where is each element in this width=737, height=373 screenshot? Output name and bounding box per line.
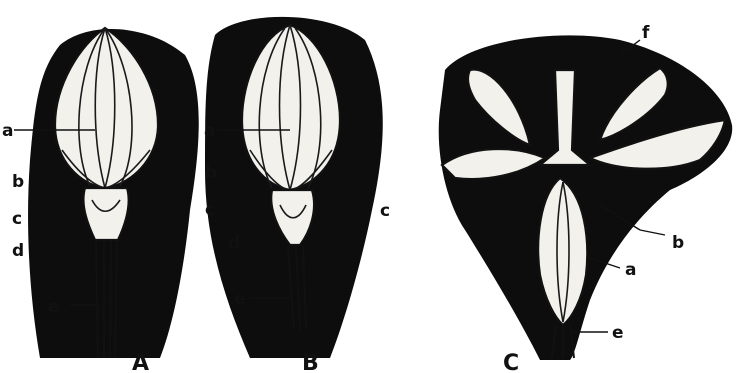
panel-b-label-c-right: c: [380, 201, 390, 221]
panel-a: a b c d e A: [2, 28, 199, 373]
panel-b-label-c-left: c: [205, 200, 215, 220]
panel-a-label-e: e: [48, 297, 60, 317]
panel-c-caption: C: [503, 351, 519, 373]
panel-a-label-a: a: [2, 121, 13, 141]
panel-a-label-d: d: [12, 241, 24, 261]
panel-a-label-c: c: [12, 209, 22, 229]
panel-b-caption: B: [302, 351, 319, 373]
panel-c-label-a: a: [625, 260, 636, 280]
panel-b-label-e: e: [234, 289, 246, 309]
panel-b-label-a: a: [204, 121, 215, 141]
panel-c-label-e: e: [612, 323, 624, 343]
panel-b-label-d: d: [228, 233, 240, 253]
panel-c-label-b: b: [672, 233, 684, 253]
panel-a-caption: A: [132, 351, 149, 373]
panel-c: f b a e C: [439, 23, 732, 373]
panel-c-label-f: f: [642, 23, 650, 43]
panel-a-label-b: b: [12, 172, 24, 192]
panel-b-label-b: b: [205, 163, 217, 183]
panel-b: a b c c d e B: [204, 17, 390, 373]
